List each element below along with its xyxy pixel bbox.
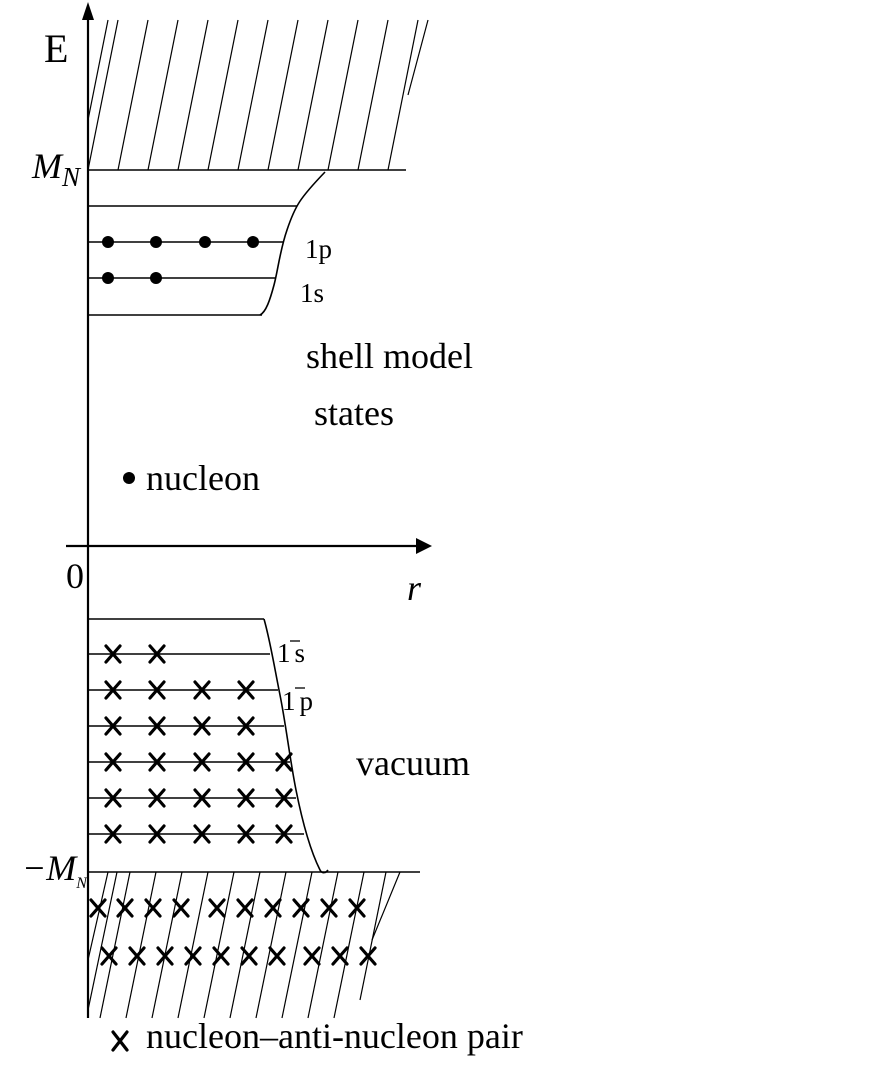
pair-cross: [104, 716, 122, 736]
pair-cross: [128, 946, 146, 966]
radius-axis-label: r: [407, 568, 422, 608]
nucleon-legend-dot: [123, 472, 135, 484]
pair-cross: [148, 716, 166, 736]
pair-cross: [104, 752, 122, 772]
upper-mass-subscript: N: [61, 162, 82, 192]
pair-cross: [193, 680, 211, 700]
shell-model-label-line1: shell model: [306, 336, 473, 376]
pair-cross: [148, 680, 166, 700]
shell-model-label-line2: states: [314, 393, 394, 433]
nucleon-dot: [102, 236, 114, 248]
pair-cross: [193, 752, 211, 772]
lower-mass-subscript: N: [75, 875, 88, 892]
upper-mass-label: MN: [31, 146, 82, 192]
pair-cross: [237, 752, 255, 772]
label-1p-bar-letter: p: [300, 686, 314, 716]
pair-cross: [193, 716, 211, 736]
nucleon-dot: [102, 272, 114, 284]
pair-cross: [237, 788, 255, 808]
label-1p: 1p: [305, 234, 332, 264]
lower-mass-label: −MN: [22, 848, 88, 892]
pair-cross: [331, 946, 349, 966]
pair-cross: [237, 716, 255, 736]
nucleon-dots: [102, 236, 259, 284]
pair-cross: [264, 898, 282, 918]
pair-cross: [148, 824, 166, 844]
pair-cross: [172, 898, 190, 918]
shell-potential-curve: [259, 171, 326, 316]
pair-cross: [208, 898, 226, 918]
pair-cross: [148, 644, 166, 664]
pair-cross: [100, 946, 118, 966]
pair-cross: [104, 644, 122, 664]
upper-continuum-hatching: [87, 19, 429, 171]
pair-cross: [320, 898, 338, 918]
pair-cross: [212, 946, 230, 966]
pair-cross: [240, 946, 258, 966]
pair-cross: [303, 946, 321, 966]
nucleon-dot: [150, 272, 162, 284]
label-1s: 1s: [300, 278, 324, 308]
pair-cross: [275, 788, 293, 808]
pair-cross: [104, 824, 122, 844]
vacuum-label: vacuum: [356, 743, 470, 783]
pair-cross: [237, 824, 255, 844]
pair-cross: [193, 824, 211, 844]
pair-cross: [156, 946, 174, 966]
pair-cross: [104, 680, 122, 700]
pair-cross: [144, 898, 162, 918]
pair-cross: [116, 898, 134, 918]
pair-cross: [275, 752, 293, 772]
energy-axis-label: E: [44, 26, 68, 71]
pair-cross: [268, 946, 286, 966]
radius-axis-arrow: [416, 538, 432, 554]
pair-legend-cross-icon: [111, 1030, 129, 1052]
pair-cross: [236, 898, 254, 918]
pair-cross: [348, 898, 366, 918]
upper-mass-symbol: M: [31, 146, 64, 186]
nucleon-dot: [150, 236, 162, 248]
pair-cross: [193, 788, 211, 808]
pair-cross: [275, 824, 293, 844]
energy-axis-arrow: [82, 2, 94, 20]
pair-cross: [184, 946, 202, 966]
pair-cross: [104, 788, 122, 808]
pair-cross: [89, 898, 107, 918]
pair-crosses: [89, 644, 377, 966]
lower-continuum-hatching: [87, 871, 401, 1019]
pair-cross: [359, 946, 377, 966]
origin-label: 0: [66, 556, 84, 596]
nucleon-legend-label: nucleon: [146, 458, 260, 498]
pair-cross: [237, 680, 255, 700]
pair-legend-label: nucleon–anti-nucleon pair: [146, 1016, 523, 1056]
pair-cross: [148, 752, 166, 772]
pair-cross: [148, 788, 166, 808]
label-1s-bar-number: 1: [277, 638, 291, 668]
label-1p-bar-number: 1: [282, 686, 296, 716]
pair-cross: [292, 898, 310, 918]
lower-mass-symbol: −M: [22, 848, 78, 888]
nucleon-dot: [199, 236, 211, 248]
nucleon-dot: [247, 236, 259, 248]
label-1s-bar-letter: s: [295, 638, 306, 668]
